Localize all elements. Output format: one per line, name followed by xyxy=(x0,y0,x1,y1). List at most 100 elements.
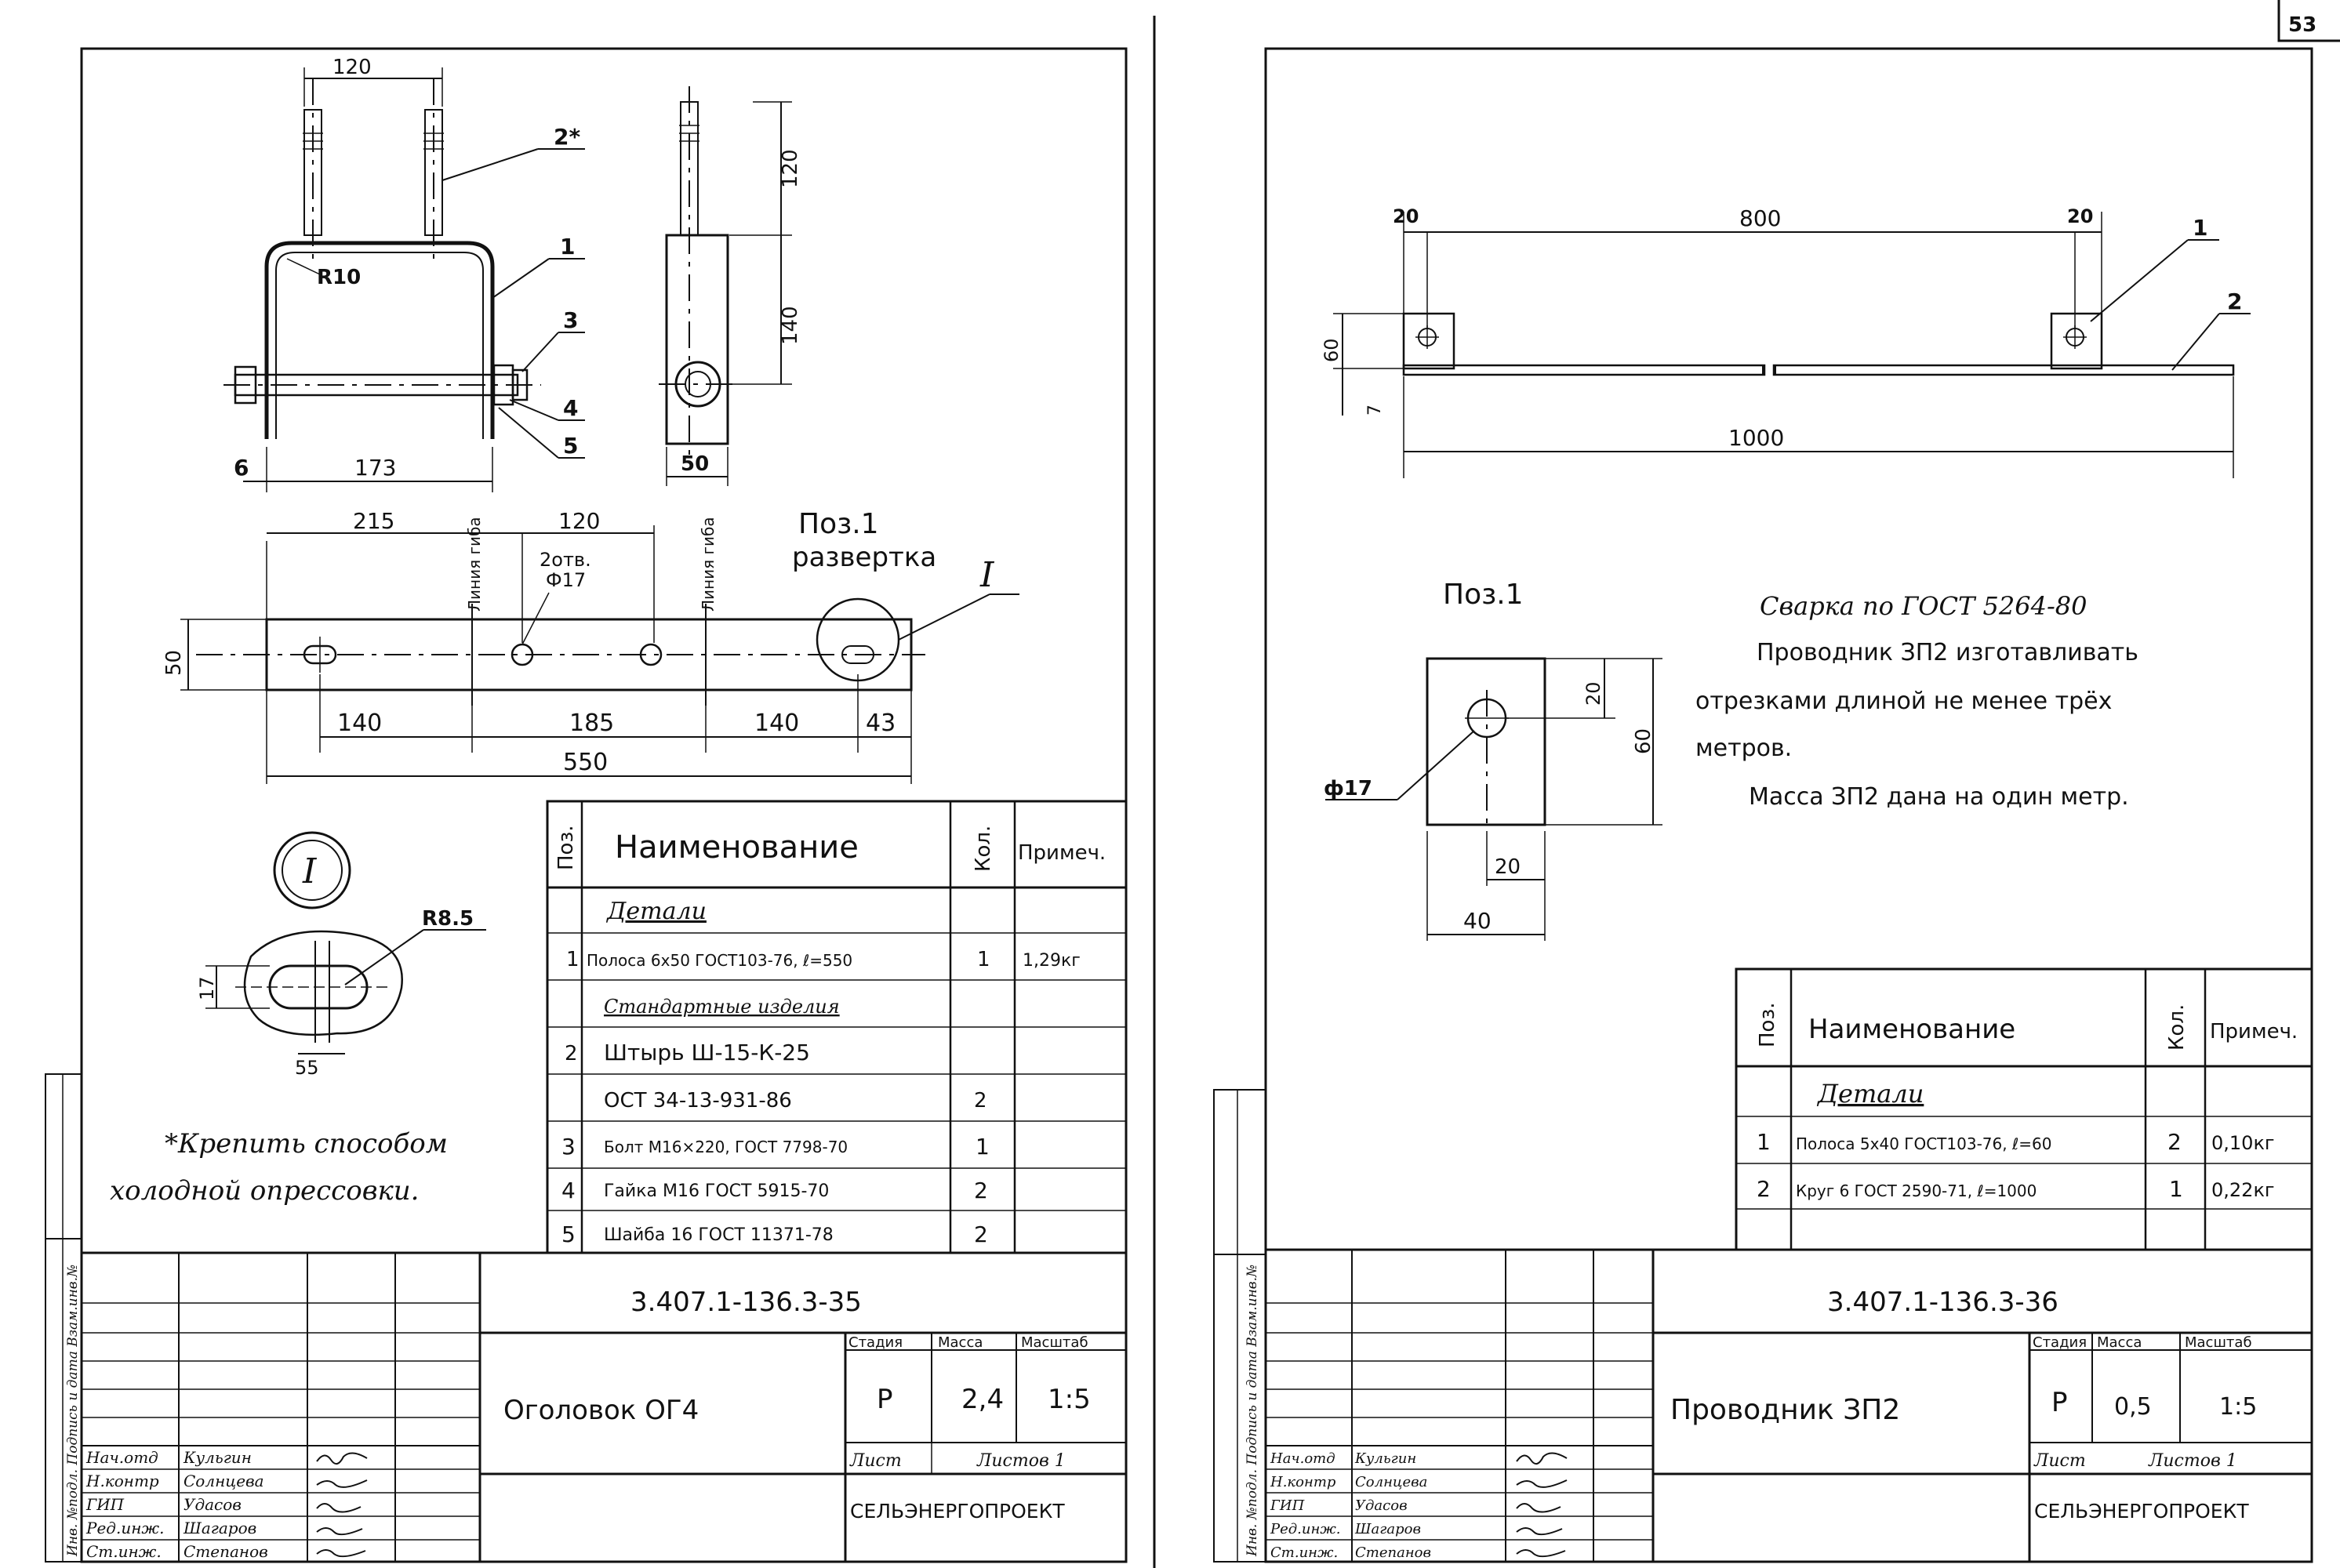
conductor-note-2: отрезками длиной не менее трёх xyxy=(1695,688,2112,715)
left-spec-table: Поз. Наименование Кол. Примеч. Детали 1 … xyxy=(546,800,1128,1254)
svg-text:Линия гиба: Линия гиба xyxy=(465,517,484,612)
svg-text:215: 215 xyxy=(353,508,394,534)
right-sheet: Инв. №подл. Подпись и дата Взам.инв.№ 20… xyxy=(1213,47,2313,1563)
svg-text:Солнцева: Солнцева xyxy=(1355,1474,1427,1490)
right-pos-title: Поз.1 xyxy=(1443,579,1524,611)
svg-text:Полоса 5х40 ГОСТ103-76, ℓ=60: Полоса 5х40 ГОСТ103-76, ℓ=60 xyxy=(1796,1134,2051,1153)
svg-text:Стадия: Стадия xyxy=(2033,1334,2087,1351)
svg-text:20: 20 xyxy=(2067,205,2093,227)
svg-text:Гайка М16 ГОСТ 5915-70: Гайка М16 ГОСТ 5915-70 xyxy=(604,1181,829,1201)
bracket-side-view: 120 140 50 xyxy=(659,86,802,486)
svg-text:1: 1 xyxy=(566,948,580,971)
svg-text:Лист: Лист xyxy=(2033,1451,2086,1471)
svg-text:Солнцева: Солнцева xyxy=(183,1472,264,1490)
svg-text:Листов 1: Листов 1 xyxy=(976,1451,1066,1471)
svg-text:2: 2 xyxy=(2227,289,2242,314)
svg-text:140: 140 xyxy=(779,306,802,345)
svg-text:20: 20 xyxy=(1495,855,1521,879)
svg-text:120: 120 xyxy=(332,56,372,79)
svg-text:2: 2 xyxy=(2167,1129,2182,1155)
svg-text:60: 60 xyxy=(1632,728,1655,754)
svg-text:Масса: Масса xyxy=(938,1334,983,1351)
svg-text:Примеч.: Примеч. xyxy=(1018,841,1106,865)
svg-text:173: 173 xyxy=(354,455,396,481)
svg-text:120: 120 xyxy=(558,508,600,534)
svg-text:7: 7 xyxy=(1365,405,1385,416)
svg-text:ОСТ 34-13-931-86: ОСТ 34-13-931-86 xyxy=(604,1089,792,1112)
plate-pos1-view: Поз.1 ф17 20 60 20 40 xyxy=(1324,579,1662,941)
crimp-note-line2: холодной опрессовки. xyxy=(110,1175,420,1207)
svg-text:Круг 6 ГОСТ 2590-71, ℓ=1000: Круг 6 ГОСТ 2590-71, ℓ=1000 xyxy=(1796,1181,2037,1200)
svg-text:55: 55 xyxy=(295,1057,319,1079)
svg-text:3: 3 xyxy=(561,1134,576,1160)
svg-text:20: 20 xyxy=(1582,681,1604,706)
svg-text:Поз.: Поз. xyxy=(554,825,578,870)
svg-text:140: 140 xyxy=(754,710,799,737)
svg-text:5: 5 xyxy=(563,433,578,459)
svg-text:Поз.: Поз. xyxy=(1756,1002,1779,1047)
svg-text:50: 50 xyxy=(162,650,186,676)
right-doc-number: 3.407.1-136.3-36 xyxy=(1827,1287,2058,1318)
conductor-note-1: Проводник ЗП2 изготавливать xyxy=(1757,639,2138,666)
svg-text:Удасов: Удасов xyxy=(1355,1497,1408,1514)
svg-text:1: 1 xyxy=(2193,215,2207,241)
svg-text:Листов 1: Листов 1 xyxy=(2148,1451,2237,1471)
svg-text:Лист: Лист xyxy=(849,1451,902,1471)
svg-text:Р: Р xyxy=(2051,1387,2068,1418)
svg-text:R10: R10 xyxy=(317,266,361,289)
svg-text:1: 1 xyxy=(2169,1176,2183,1202)
right-org: СЕЛЬЭНЕРГОПРОЕКТ xyxy=(2034,1500,2249,1523)
svg-text:Масштаб: Масштаб xyxy=(1021,1334,1088,1351)
svg-text:60: 60 xyxy=(1321,338,1343,362)
detail-roman-label: I xyxy=(302,851,318,891)
svg-text:развертка: развертка xyxy=(792,542,936,573)
svg-text:Ред.инж.: Ред.инж. xyxy=(85,1519,164,1537)
svg-text:40: 40 xyxy=(1463,908,1492,934)
svg-text:Ст.инж.: Ст.инж. xyxy=(86,1542,162,1561)
svg-text:Ф17: Ф17 xyxy=(546,569,586,591)
svg-text:1: 1 xyxy=(560,234,575,260)
svg-text:ф17: ф17 xyxy=(1324,777,1372,800)
svg-text:ГИП: ГИП xyxy=(1270,1497,1305,1514)
svg-text:0,10кг: 0,10кг xyxy=(2211,1132,2275,1154)
right-title-block: Нач.отд Кульгин Н.контр Солнцева ГИП Уда… xyxy=(1264,1248,2313,1563)
svg-text:Кол.: Кол. xyxy=(2165,1004,2189,1051)
svg-text:0,5: 0,5 xyxy=(2114,1393,2152,1421)
svg-text:800: 800 xyxy=(1739,205,1781,231)
svg-text:Детали: Детали xyxy=(605,898,707,925)
svg-text:Р: Р xyxy=(877,1384,893,1415)
strip-development-view: I 215 120 Линия гиба Линия гиба 2отв. Ф1… xyxy=(162,508,1019,784)
svg-text:I: I xyxy=(979,555,995,595)
right-title: Проводник ЗП2 xyxy=(1670,1394,1900,1426)
svg-text:Нач.отд: Нач.отд xyxy=(1270,1450,1335,1467)
svg-text:Стандартные изделия: Стандартные изделия xyxy=(604,996,840,1018)
svg-text:ГИП: ГИП xyxy=(85,1495,125,1514)
svg-text:Ред.инж.: Ред.инж. xyxy=(1270,1521,1341,1537)
svg-text:0,22кг: 0,22кг xyxy=(2211,1179,2275,1201)
svg-text:1: 1 xyxy=(977,948,990,971)
page-number: 53 xyxy=(2288,13,2316,37)
svg-text:Примеч.: Примеч. xyxy=(2210,1020,2298,1044)
svg-text:120: 120 xyxy=(779,149,802,188)
svg-text:1:5: 1:5 xyxy=(2219,1393,2257,1421)
svg-text:Наименование: Наименование xyxy=(615,829,859,866)
svg-text:1: 1 xyxy=(1757,1129,1771,1155)
svg-text:Шайба 16 ГОСТ 11371-78: Шайба 16 ГОСТ 11371-78 xyxy=(604,1225,834,1245)
svg-text:Штырь Ш-15-К-25: Штырь Ш-15-К-25 xyxy=(604,1040,810,1065)
svg-text:2: 2 xyxy=(974,1178,988,1203)
svg-text:1,29кг: 1,29кг xyxy=(1023,951,1081,971)
svg-text:R8.5: R8.5 xyxy=(422,907,474,931)
left-org: СЕЛЬЭНЕРГОПРОЕКТ xyxy=(850,1500,1065,1523)
svg-text:1: 1 xyxy=(976,1134,990,1160)
svg-text:2отв.: 2отв. xyxy=(540,549,591,571)
svg-text:Кульгин: Кульгин xyxy=(183,1448,252,1467)
mass-note: Масса ЗП2 дана на один метр. xyxy=(1749,783,2129,811)
left-sheet: Инв. №подл. Подпись и дата Взам.инв.№ 12… xyxy=(45,47,1128,1563)
svg-text:4: 4 xyxy=(561,1178,576,1203)
svg-text:Степанов: Степанов xyxy=(183,1542,268,1561)
svg-text:3: 3 xyxy=(563,307,578,333)
svg-text:6: 6 xyxy=(234,455,249,481)
page-number-box xyxy=(2277,0,2340,42)
svg-text:2: 2 xyxy=(974,1221,988,1247)
